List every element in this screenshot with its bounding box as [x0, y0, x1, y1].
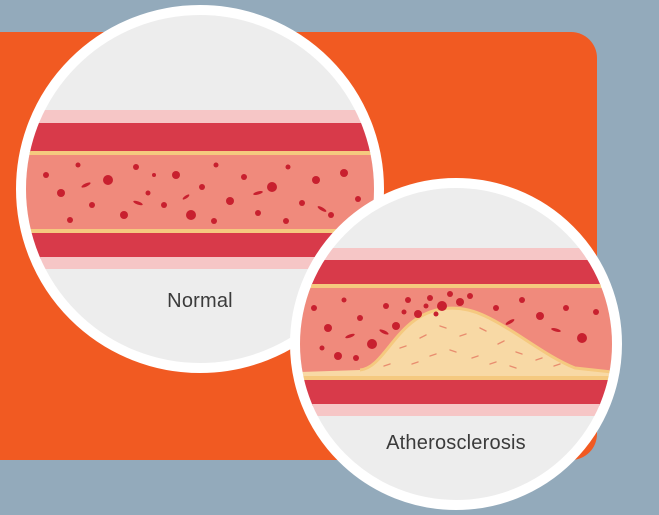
vessel-wall-top — [300, 260, 612, 286]
vessel-lining-top — [300, 284, 612, 288]
vessel-wall-bottom — [300, 380, 612, 406]
vessel-lining-top — [26, 151, 374, 155]
outer-tissue-bottom — [300, 404, 612, 416]
vessel-wall-top — [26, 123, 374, 153]
atherosclerosis-label: Atherosclerosis — [300, 432, 612, 455]
atherosclerosis-artery-circle: Atherosclerosis — [290, 178, 622, 510]
vessel-lining-bottom — [300, 376, 612, 380]
